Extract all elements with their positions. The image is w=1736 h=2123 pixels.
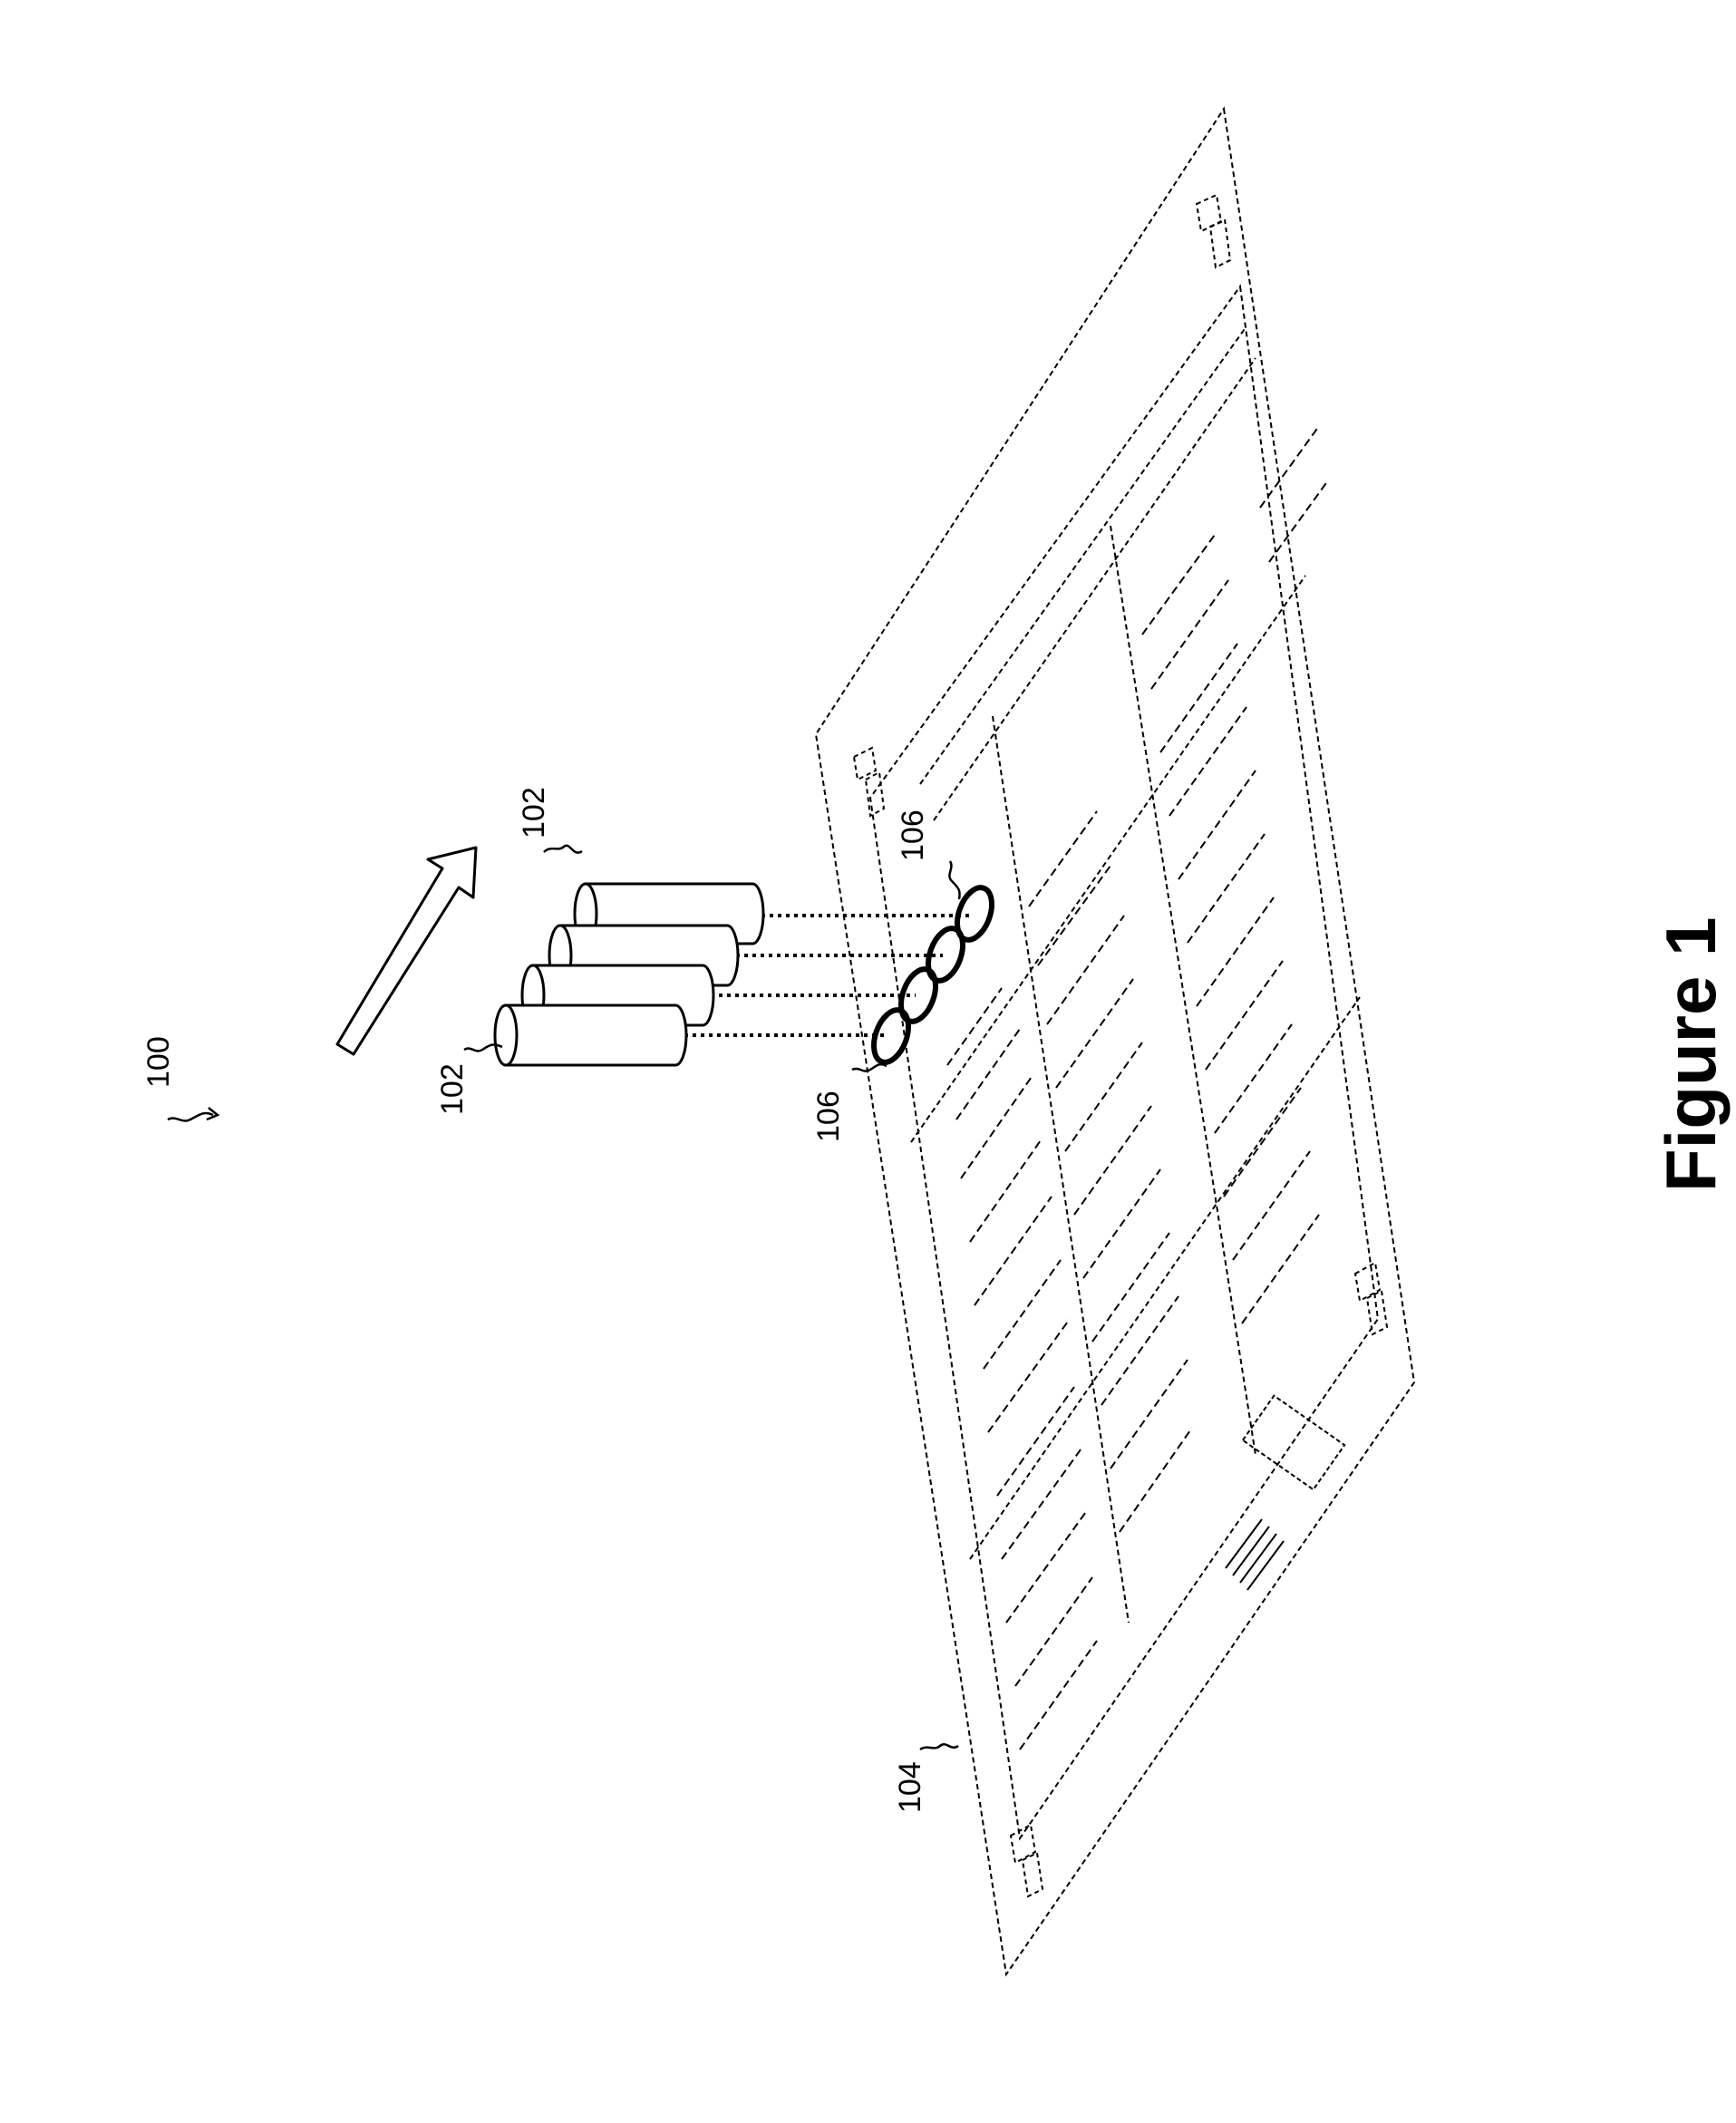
leader-100 [168,1113,213,1121]
text-line [956,1029,1020,1120]
text-line [1065,1042,1142,1151]
leader-102-top [544,846,582,853]
text-line [1169,707,1246,816]
text-line [1120,1428,1192,1532]
registration-marks [854,195,1387,1896]
text-line [961,1074,1033,1178]
text-line [1020,1641,1097,1750]
text-line [1260,426,1319,508]
text-line [1015,1577,1092,1686]
text-line [1269,480,1328,562]
text-line [1083,1169,1160,1278]
label-102-top: 102 [517,787,551,839]
label-106-bottom: 106 [811,1091,846,1142]
leader-106-bottom [852,1064,887,1071]
text-line [947,988,1002,1065]
corner-mark [1197,195,1230,267]
sensing-spot [922,924,969,985]
sheet-band-line [934,358,1256,820]
panel-divider [993,716,1129,1623]
text-line [1178,771,1256,879]
figure-title: Figure 1 [1651,917,1731,1192]
sensing-spots [868,883,998,1067]
text-line [984,1260,1061,1369]
barcode-block [1226,1396,1344,1590]
text-line [988,1319,1070,1432]
label-102-left: 102 [435,1063,470,1115]
text-line [1074,1106,1151,1215]
text-line [975,1197,1052,1305]
corner-mark [854,748,884,816]
panel-divider [1110,526,1256,1455]
text-line [1197,897,1274,1006]
text-line [1110,1360,1188,1469]
direction-arrow-icon [337,848,476,1054]
text-line [1242,1215,1319,1323]
text-line [1047,916,1124,1024]
label-100: 100 [141,1036,176,1088]
text-line [997,1387,1074,1496]
text-line [1151,580,1228,689]
text-line [1215,1024,1292,1133]
sheet-band-line [920,326,1246,784]
text-line [1056,979,1133,1088]
text-line [970,1138,1043,1242]
text-line [1029,811,1097,906]
sensor-unit [495,1005,686,1065]
sensor-units [495,884,763,1065]
text-line [1188,834,1265,943]
sheet-inner-border [870,286,1378,1838]
label-106-top: 106 [896,809,930,861]
text-line [1224,1088,1301,1197]
text-line [1006,1509,1088,1623]
text-line [1160,644,1237,752]
text-line [1142,535,1215,635]
label-104: 104 [893,1761,927,1813]
corner-mark [1011,1825,1043,1896]
leader-106-top [949,861,959,899]
text-line [1233,1151,1310,1260]
corner-mark [1355,1263,1387,1334]
text-line [1206,961,1283,1070]
leader-104 [920,1744,958,1750]
text-line [1002,1446,1083,1559]
